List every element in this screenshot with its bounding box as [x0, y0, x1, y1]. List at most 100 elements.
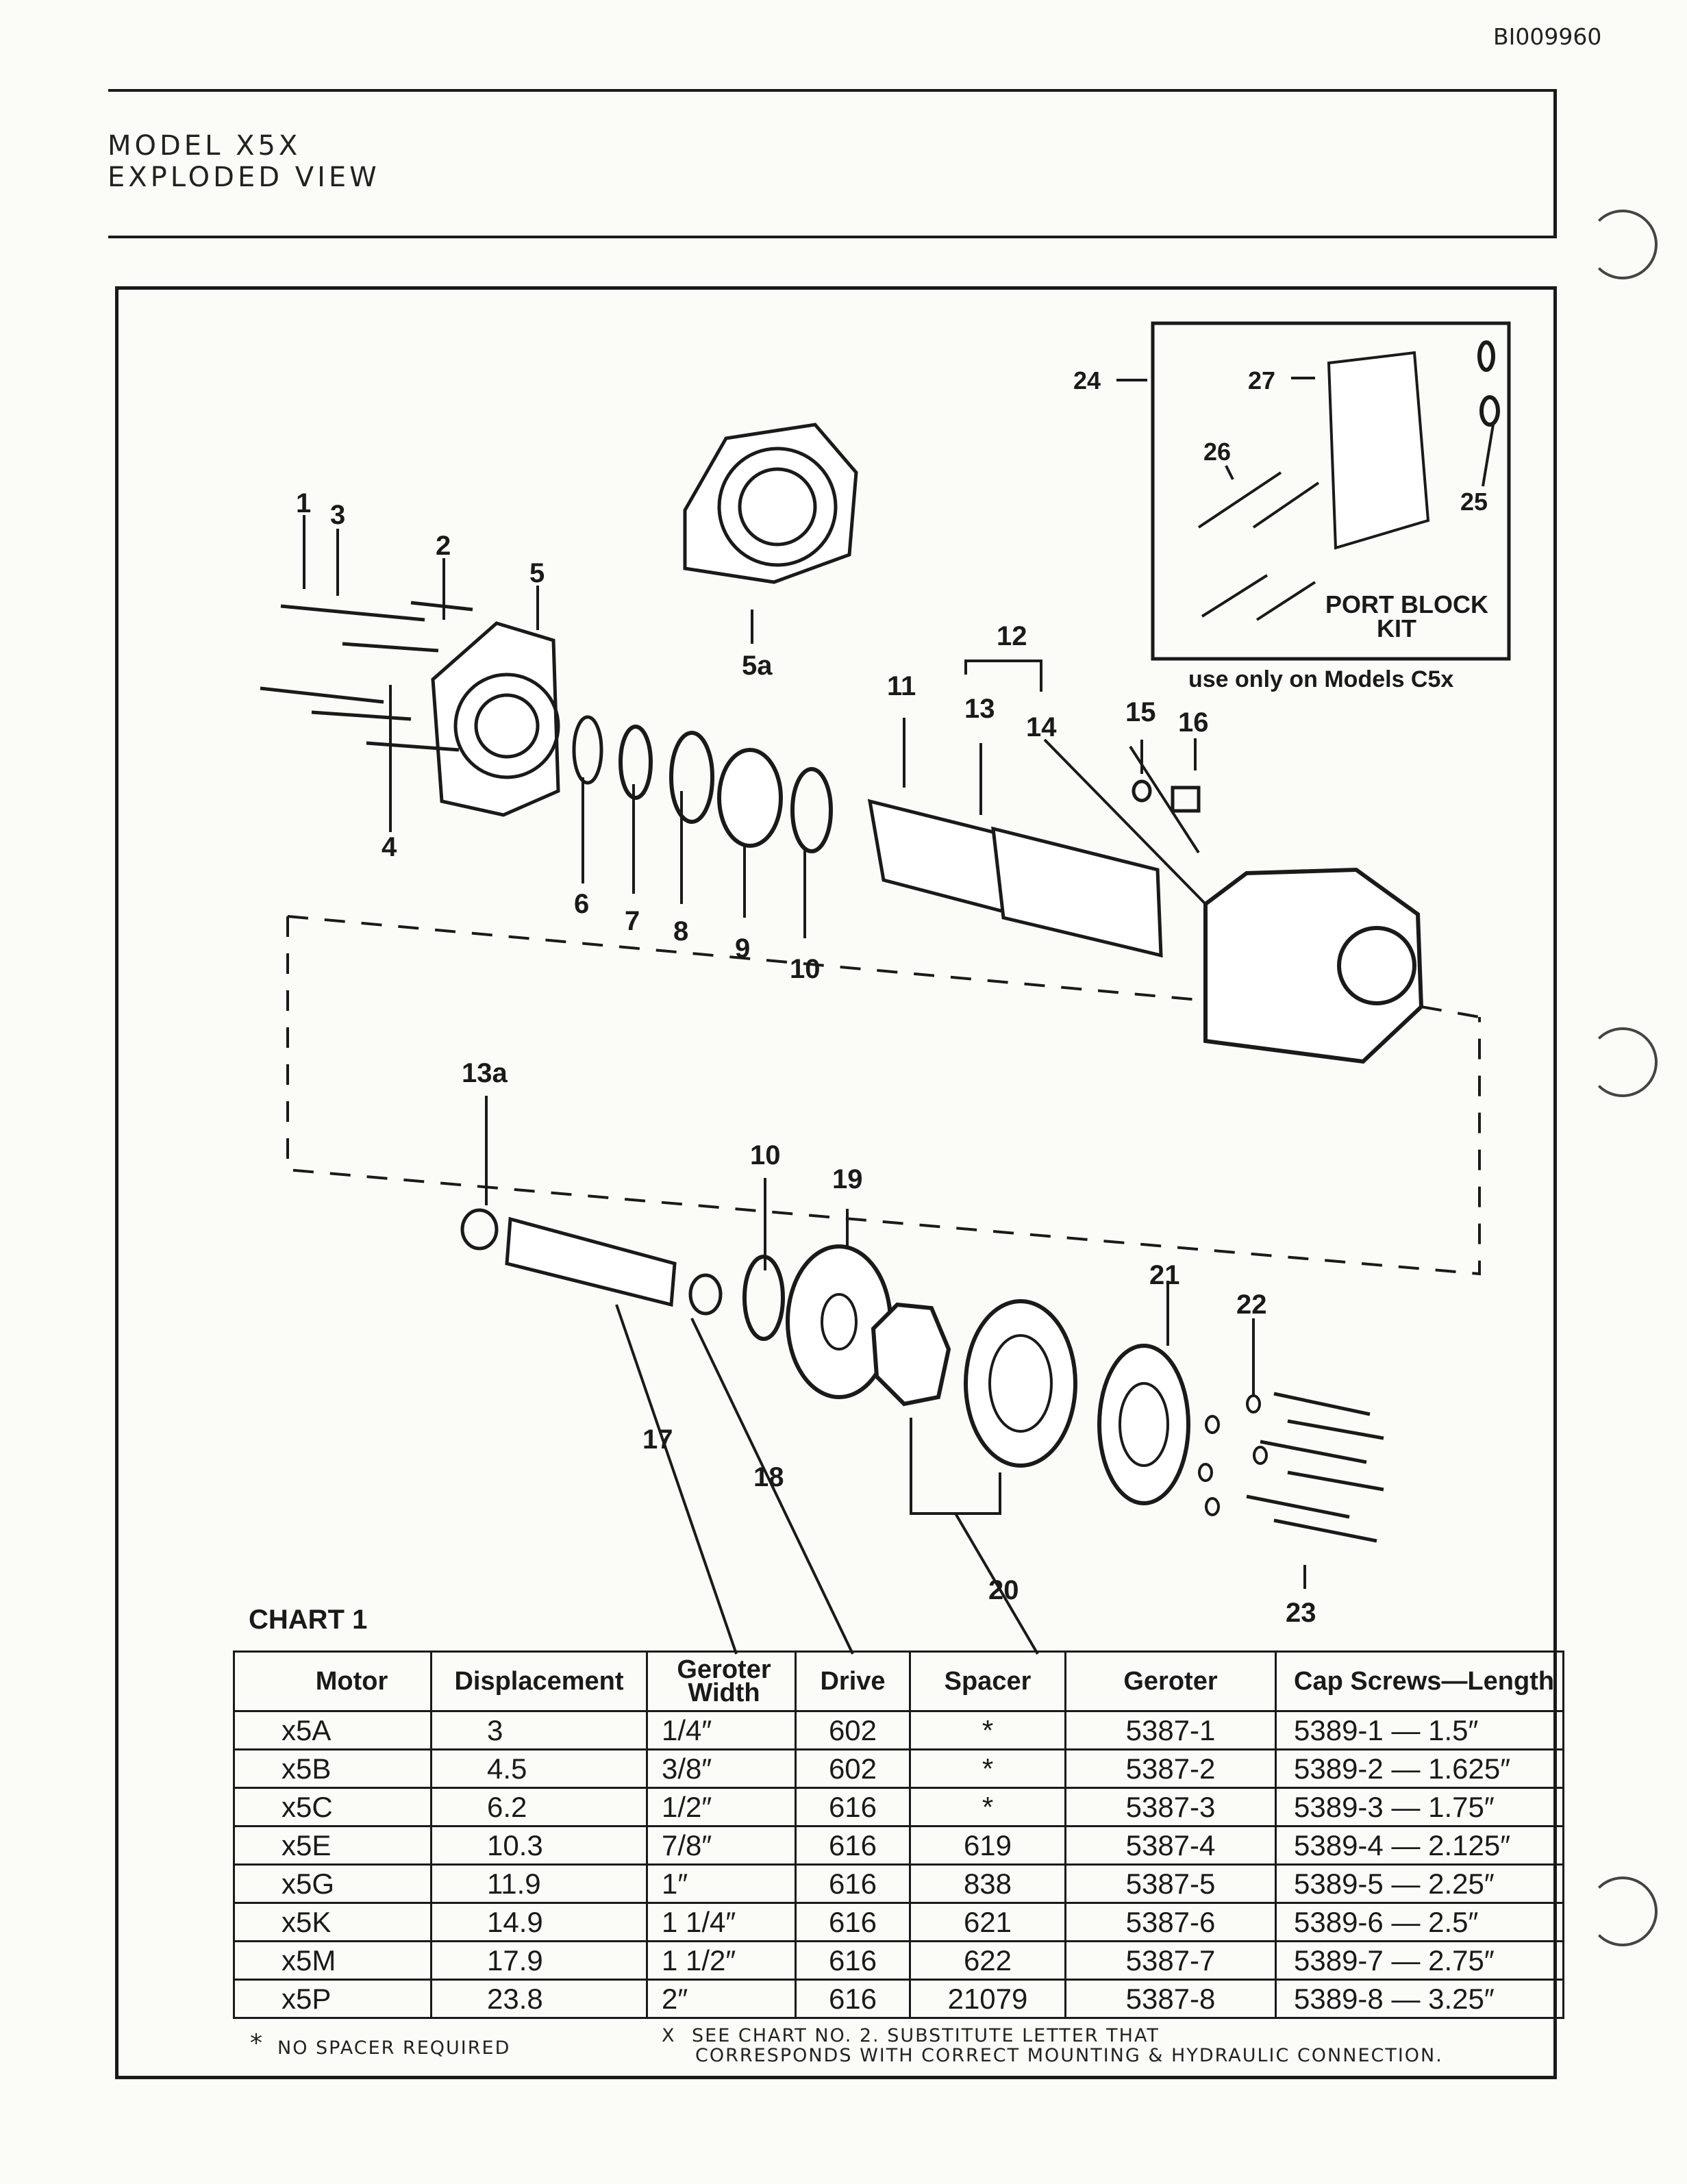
label-18: 18 [753, 1462, 784, 1492]
document-id: BI009960 [1493, 23, 1602, 50]
label-2: 2 [436, 531, 451, 561]
cell-screws: 5389-8 — 3.25″ [1274, 1979, 1565, 2019]
table-row: x5G 11.9 1″ 616 838 5387-5 5389-5 — 2.25… [233, 1863, 1565, 1904]
spacer-18 [688, 1273, 723, 1316]
plug-16 [1171, 786, 1201, 813]
cell-spacer: 21079 [909, 1979, 1066, 2019]
cell-width: 1/2″ [646, 1787, 797, 1827]
cell-displacement: 10.3 [430, 1825, 648, 1866]
o-ring-15 [1132, 779, 1152, 803]
table-row: x5C 6.2 1/2″ 616 * 5387-3 5389-3 — 1.75″ [233, 1787, 1565, 1827]
label-13: 13 [964, 694, 995, 724]
drive-17 [505, 1216, 677, 1307]
label-10b: 10 [750, 1140, 781, 1170]
cell-geroter: 5387-4 [1064, 1825, 1277, 1866]
cell-drive: 616 [795, 1940, 911, 1981]
cell-width: 7/8″ [646, 1825, 797, 1866]
header-displacement: Displacement [430, 1650, 648, 1712]
cell-motor: x5G [233, 1863, 432, 1904]
cell-spacer: * [909, 1748, 1066, 1789]
label-22: 22 [1236, 1290, 1267, 1320]
cell-spacer: 838 [909, 1863, 1066, 1904]
cell-drive: 616 [795, 1863, 911, 1904]
cell-displacement: 23.8 [430, 1979, 648, 2019]
shaft-13 [867, 799, 1163, 958]
header-cap-screws: Cap Screws—Length [1274, 1650, 1565, 1712]
table-row: x5E 10.3 7/8″ 616 619 5387-4 5389-4 — 2.… [233, 1825, 1565, 1866]
cell-displacement: 11.9 [430, 1863, 648, 1904]
binder-hole-middle-icon [1588, 1027, 1658, 1097]
header-geroter-width: Geroter Width [646, 1650, 797, 1712]
cell-drive: 602 [795, 1710, 911, 1750]
parts-chart: Motor Displacement Geroter Width Drive S… [233, 1650, 1565, 2019]
end-cap-21 [1097, 1344, 1190, 1505]
cell-motor: x5C [233, 1787, 432, 1827]
header-box [108, 89, 1557, 238]
o-ring-8 [669, 731, 714, 824]
cell-width: 1 1/2″ [646, 1940, 797, 1981]
label-23: 23 [1286, 1598, 1316, 1628]
label-21: 21 [1149, 1260, 1180, 1290]
label-17: 17 [642, 1424, 673, 1455]
cell-geroter: 5387-2 [1064, 1748, 1277, 1789]
label-19: 19 [832, 1164, 863, 1194]
table-row: x5K 14.9 1 1/4″ 616 621 5387-6 5389-6 — … [233, 1902, 1565, 1942]
seal-6 [572, 715, 603, 785]
assembly-path-dashed [286, 916, 1481, 1276]
view-title: EXPLODED VIEW [108, 162, 380, 193]
cell-geroter: 5387-8 [1064, 1979, 1277, 2019]
flange-5a [683, 423, 858, 584]
cell-screws: 5389-4 — 2.125″ [1274, 1825, 1565, 1866]
label-5: 5 [529, 558, 545, 588]
label-25: 25 [1460, 488, 1488, 516]
cell-displacement: 17.9 [430, 1940, 648, 1981]
cell-displacement: 6.2 [430, 1787, 648, 1827]
cell-displacement: 14.9 [430, 1902, 648, 1942]
cell-screws: 5389-5 — 2.25″ [1274, 1863, 1565, 1904]
cell-geroter: 5387-5 [1064, 1863, 1277, 1904]
header-width-line2: Width [688, 1679, 760, 1707]
label-4: 4 [382, 832, 397, 862]
cell-motor: x5P [233, 1979, 432, 2019]
cell-spacer: * [909, 1787, 1066, 1827]
diagram-frame [115, 286, 1557, 2079]
label-16: 16 [1178, 707, 1209, 738]
cell-drive: 616 [795, 1902, 911, 1942]
table-row: x5B 4.5 3/8″ 602 * 5387-2 5389-2 — 1.625… [233, 1748, 1565, 1789]
cell-geroter: 5387-3 [1064, 1787, 1277, 1827]
washers-22 [1198, 1394, 1268, 1516]
table-row: x5M 17.9 1 1/2″ 616 622 5387-7 5389-7 — … [233, 1940, 1565, 1981]
label-27: 27 [1248, 366, 1275, 394]
port-block-inset-box [1151, 321, 1511, 661]
cell-motor: x5K [233, 1902, 432, 1942]
cell-screws: 5389-3 — 1.75″ [1274, 1787, 1565, 1827]
binder-hole-bottom-icon [1588, 1877, 1658, 1946]
cell-drive: 616 [795, 1787, 911, 1827]
cell-width: 1″ [646, 1863, 797, 1904]
footnote-x-line1: SEE CHART NO. 2. SUBSTITUTE LETTER THAT [692, 2025, 1160, 2046]
cell-width: 1/4″ [646, 1710, 797, 1750]
footnote-no-spacer: NO SPACER REQUIRED [277, 2037, 511, 2059]
label-5a: 5a [742, 651, 773, 681]
port-block-kit-label: KIT [1377, 614, 1416, 642]
label-1: 1 [296, 488, 311, 518]
housing [1203, 867, 1424, 1064]
label-12: 12 [997, 621, 1027, 651]
header-geroter: Geroter [1064, 1650, 1277, 1712]
label-10: 10 [790, 954, 821, 984]
cell-motor: x5B [233, 1748, 432, 1789]
label-14: 14 [1026, 712, 1057, 742]
label-11: 11 [887, 671, 916, 701]
mounting-flange-5 [431, 621, 560, 817]
label-6: 6 [574, 889, 589, 919]
cell-spacer: 619 [909, 1825, 1066, 1866]
chart-title: CHART 1 [249, 1605, 368, 1635]
cell-width: 2″ [646, 1979, 797, 2019]
port-block-label: PORT BLOCK [1325, 590, 1488, 618]
chart-header-row: Motor Displacement Geroter Width Drive S… [233, 1650, 1565, 1712]
header-motor: Motor [233, 1650, 432, 1712]
cell-screws: 5389-7 — 2.75″ [1274, 1940, 1565, 1981]
seal-7 [618, 725, 653, 800]
table-row: x5A 3 1/4″ 602 * 5387-1 5389-1 — 1.5″ [233, 1710, 1565, 1750]
